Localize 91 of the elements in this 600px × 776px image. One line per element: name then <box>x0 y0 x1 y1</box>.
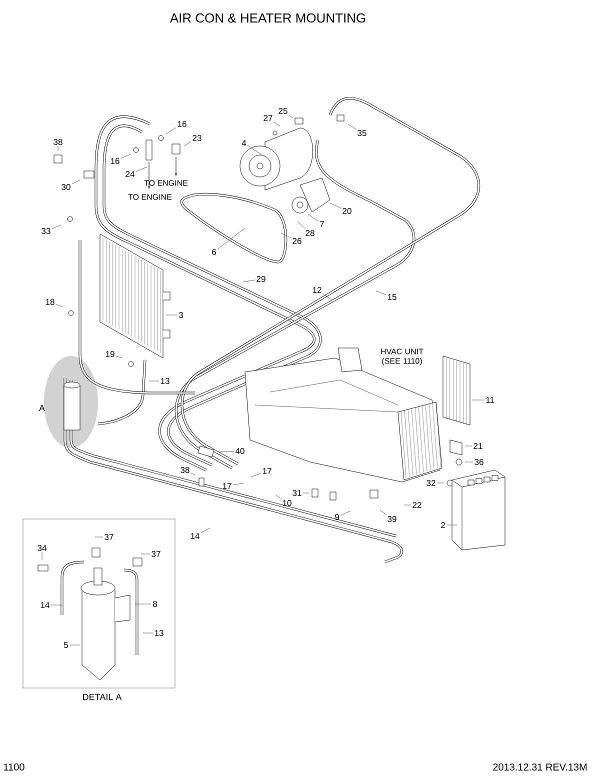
leader-line <box>276 494 282 499</box>
callout-number: 8 <box>153 601 157 607</box>
leader-line <box>52 224 62 229</box>
callout-number: 14 <box>190 533 200 539</box>
callout-number: 7 <box>320 221 324 227</box>
callout-number: 17 <box>222 483 232 489</box>
leader-line <box>274 122 280 126</box>
callout-number: 22 <box>412 502 422 508</box>
callout-number: 17 <box>262 468 272 474</box>
leader-line <box>308 214 319 222</box>
callout-number: 16 <box>178 121 186 127</box>
callout-number: 5 <box>64 642 68 648</box>
leader-line <box>348 124 356 130</box>
leader-line <box>166 128 176 134</box>
callout-number: 24 <box>126 171 134 177</box>
callout-number: 33 <box>42 228 50 234</box>
callout-number: 23 <box>192 135 202 141</box>
callout-number: 2 <box>441 522 445 528</box>
leader-line <box>166 314 178 316</box>
callout-number: 34 <box>38 545 46 551</box>
callout-number: 32 <box>426 480 436 486</box>
callout-number: 25 <box>278 108 288 114</box>
revision-date: 2013.12.31 REV.13M <box>493 763 587 771</box>
leader-line <box>148 380 160 382</box>
callout-number: 12 <box>312 287 322 293</box>
callout-number: 3 <box>178 312 183 318</box>
callout-number: 39 <box>388 516 396 522</box>
leader-line <box>404 504 412 506</box>
leader-line <box>298 222 306 229</box>
leader-line <box>218 451 234 452</box>
leader-line <box>120 154 132 159</box>
leader-line <box>436 482 444 484</box>
leader-line <box>330 202 342 208</box>
leader-line <box>247 145 262 156</box>
callout-number: 37 <box>104 534 114 540</box>
callout-number: 40 <box>235 448 244 454</box>
leader-line <box>340 510 350 516</box>
callout-number: 36 <box>474 459 484 465</box>
callout-number: 31 <box>292 490 302 496</box>
leader-line <box>217 228 246 250</box>
leader-line <box>250 473 262 478</box>
page-number: 1100 <box>4 763 24 771</box>
leader-line <box>69 644 80 646</box>
callout-number: 14 <box>40 602 50 608</box>
callout-number: 26 <box>292 238 302 244</box>
callout-number: 38 <box>180 467 190 473</box>
leader-line <box>242 280 256 282</box>
leader-line <box>322 294 332 300</box>
callout-number: 10 <box>282 500 292 506</box>
leader-line <box>142 632 154 634</box>
callout-number: 35 <box>358 130 366 136</box>
leader-line <box>184 141 192 146</box>
leader-line <box>94 536 104 538</box>
callout-number: 37 <box>152 551 160 557</box>
callout-number: 19 <box>106 351 114 357</box>
callout-number: 15 <box>388 294 396 300</box>
callout-number: 29 <box>256 276 266 282</box>
leader-line <box>50 604 62 606</box>
callout-number: 11 <box>486 397 494 403</box>
callout-number: 30 <box>62 184 70 190</box>
leader-line <box>200 528 210 534</box>
callout-number: 13 <box>154 630 164 636</box>
leader-line <box>190 472 196 476</box>
leader-line <box>280 232 292 238</box>
callout-number: 20 <box>342 208 352 214</box>
leader-line <box>116 356 122 358</box>
leader-line <box>446 524 458 526</box>
leader-line <box>376 290 386 295</box>
leader-line <box>232 482 244 486</box>
leader-line <box>380 510 387 515</box>
leader-line <box>56 304 64 308</box>
callout-number: 9 <box>335 514 339 520</box>
callout-number: 38 <box>54 139 62 145</box>
direction-note: TO ENGINE <box>128 194 172 200</box>
detail-letter: A <box>39 404 45 412</box>
unit-note: HVAC UNIT (SEE 1110) <box>381 348 424 366</box>
leader-line <box>288 114 294 118</box>
leader-line <box>302 492 310 494</box>
direction-note: TO ENGINE <box>144 180 188 186</box>
callout-number: 28 <box>306 230 314 236</box>
callout-number: 18 <box>46 299 54 305</box>
callout-number: 21 <box>474 443 482 449</box>
callout-number: 6 <box>212 249 216 255</box>
callout-number: 4 <box>242 140 246 146</box>
leader-line <box>72 180 80 184</box>
callout-number: 27 <box>264 115 272 121</box>
callout-number: 16 <box>110 158 120 164</box>
leader-line <box>136 166 148 172</box>
node-label: DETAIL A <box>83 694 122 700</box>
callout-number: 13 <box>160 378 170 384</box>
title: AIR CON & HEATER MOUNTING <box>170 13 366 23</box>
